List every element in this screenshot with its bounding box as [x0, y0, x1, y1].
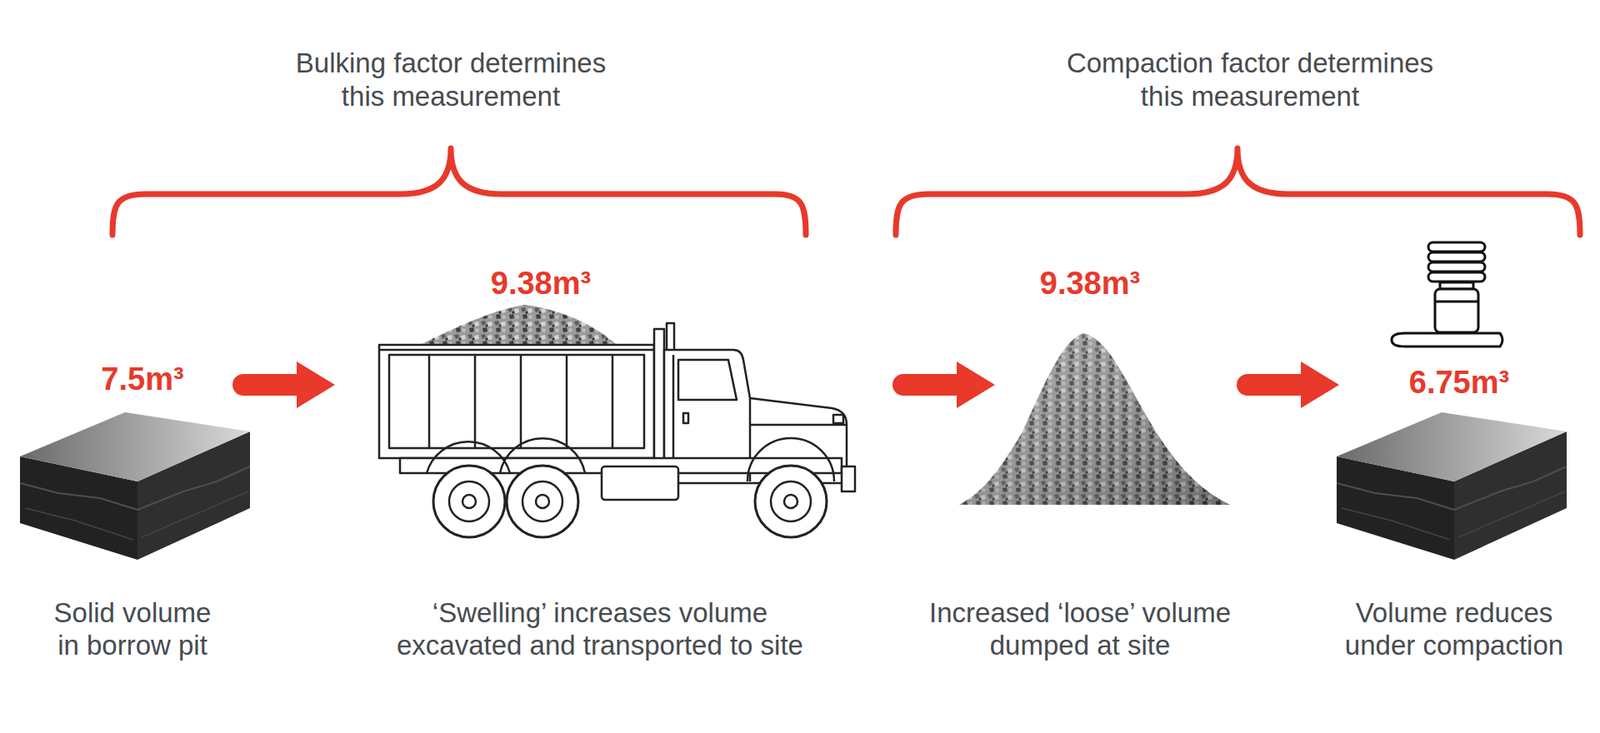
- truck-rib: [474, 355, 477, 449]
- volume-value: 9.38m³: [490, 265, 591, 302]
- hood-line: [750, 424, 847, 427]
- wheel-rim: [770, 481, 811, 522]
- flow-arrow: [1236, 361, 1340, 409]
- soil-block: [20, 412, 250, 560]
- compactor-body: [1435, 289, 1479, 333]
- fuel-tank: [601, 466, 679, 500]
- bracket-label: Compaction factor determines this measur…: [1054, 46, 1446, 114]
- exhaust-stack: [666, 323, 675, 352]
- wheel: [506, 465, 579, 538]
- gravel-pile: [959, 333, 1230, 505]
- truck-bed: [379, 345, 655, 459]
- compactor-coil: [1428, 272, 1485, 282]
- truck-rib: [565, 355, 569, 449]
- wheel: [755, 465, 827, 538]
- stage-caption: Solid volume in borrow pit: [47, 596, 219, 662]
- stage-node: 6.75m³ Volume reduces under compaction: [1339, 350, 1600, 659]
- truck-rib: [520, 355, 523, 449]
- stage-node: 9.38m³ ‘Swelling’ increases volume excava…: [335, 266, 893, 659]
- curly-bracket: [112, 148, 806, 235]
- truck-rib: [611, 355, 615, 449]
- compactor-coil: [1428, 242, 1485, 252]
- stage-caption: Volume reduces under compaction: [1337, 596, 1571, 662]
- bracket-label: Bulking factor determines this measureme…: [284, 46, 618, 114]
- truck-bed-panel: [389, 355, 645, 449]
- volume-value: 9.38m³: [1040, 265, 1140, 302]
- compactor-coil: [1428, 262, 1485, 272]
- wheel-hub: [784, 495, 798, 509]
- compactor-coil: [1428, 252, 1485, 262]
- compactor-plate: [1391, 333, 1503, 347]
- wheel-rim: [449, 481, 490, 522]
- truck-headboard: [654, 329, 665, 463]
- curly-bracket: [895, 148, 1580, 235]
- door-handle: [683, 413, 689, 424]
- dump-truck: [379, 305, 855, 538]
- truck-rib: [428, 355, 431, 449]
- soil-block: [1336, 412, 1567, 560]
- compactor-symbol: [1391, 242, 1503, 347]
- truck-rail: [379, 349, 655, 352]
- stage-node: 9.38m³Increased ‘loose’ volume dumped at…: [995, 266, 1237, 659]
- cab-window: [678, 360, 737, 400]
- wheel: [433, 465, 505, 538]
- stage-caption: Increased ‘loose’ volume dumped at site: [921, 596, 1239, 662]
- wheel-hub: [535, 495, 550, 509]
- truck-bumper: [841, 466, 855, 492]
- stage-node: 7.5m³ Solid volume in borrow pit: [0, 350, 233, 659]
- truck-load: [416, 305, 619, 347]
- volume-value: 6.75m³: [1409, 364, 1510, 401]
- wheel-rim: [522, 481, 563, 522]
- volume-value: 7.5m³: [100, 360, 184, 398]
- wheel-hub: [462, 495, 476, 509]
- gravel-shade: [959, 333, 1230, 505]
- flow-arrow: [892, 361, 995, 409]
- headlight: [833, 415, 844, 424]
- flow-arrow: [232, 361, 335, 409]
- compactor-band: [1435, 300, 1479, 304]
- stage-caption: ‘Swelling’ increases volume excavated an…: [391, 596, 809, 662]
